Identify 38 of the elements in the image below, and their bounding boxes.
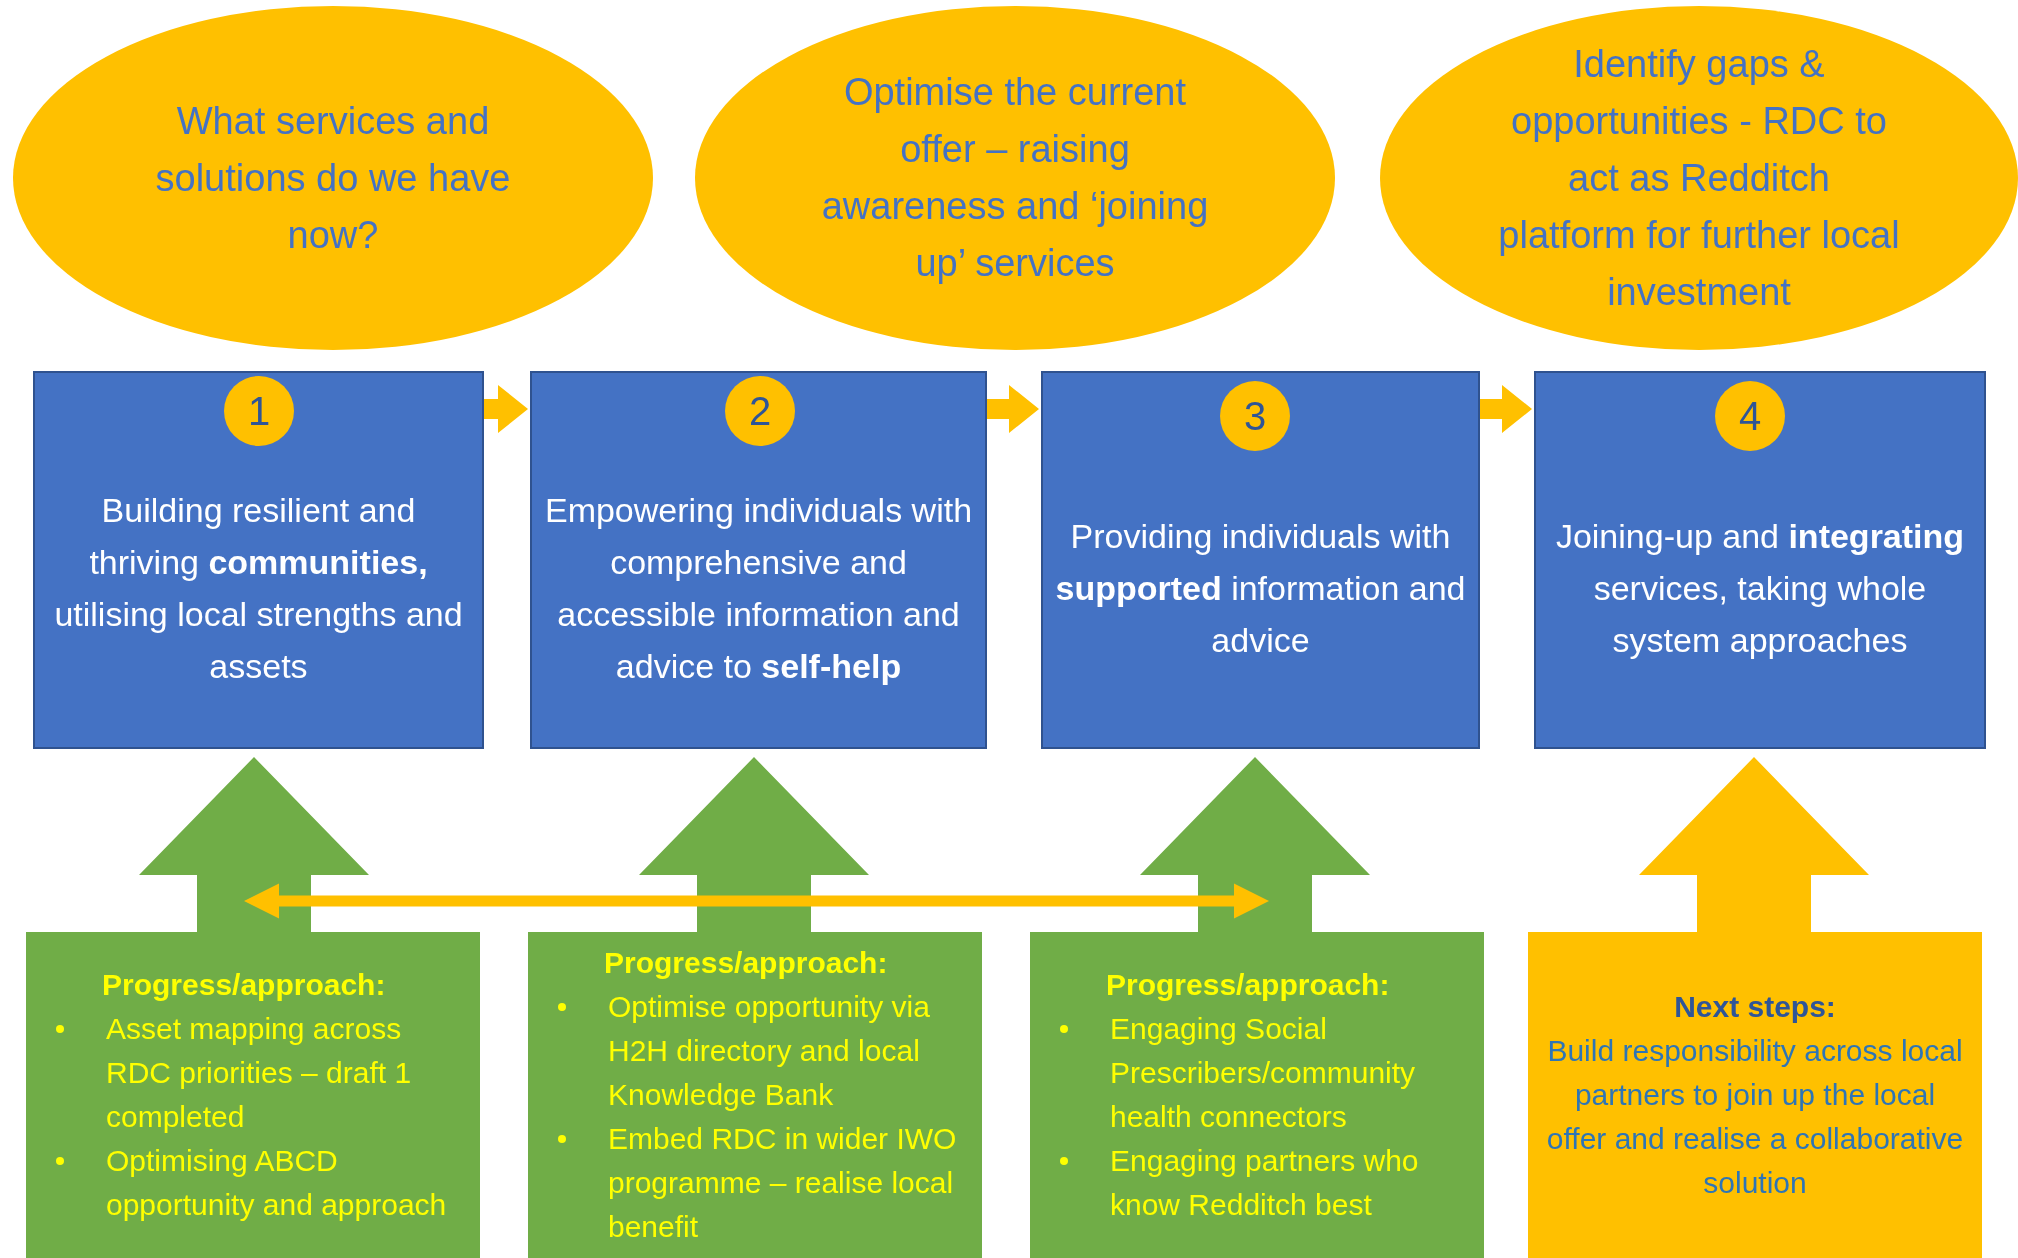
bullet-text: Embed RDC in wider IWO programme – realise local benefit bbox=[608, 1121, 958, 1245]
block-arrow bbox=[1140, 757, 1370, 932]
progress-box bbox=[528, 932, 982, 1258]
block-arrow bbox=[139, 757, 369, 932]
step-number: 4 bbox=[1715, 381, 1785, 451]
box-text: Empowering individuals with comprehensive and accessible information and advice to self-help bbox=[543, 490, 974, 687]
ellipse-text: Identify gaps & opportunities - RDC to act as Redditch platform for further local investment bbox=[1497, 41, 1901, 315]
box-heading: Progress/approach: bbox=[1105, 967, 1391, 1003]
box-heading: Progress/approach: bbox=[603, 945, 889, 981]
ellipse-text: What services and solutions do we have now? bbox=[154, 98, 512, 258]
bullet-text: Engaging Social Prescribers/community health connectors bbox=[1110, 1011, 1417, 1135]
box-heading: Progress/approach: bbox=[101, 967, 387, 1003]
box-text: Joining-up and integrating services, taking whole system approaches bbox=[1554, 516, 1966, 661]
box-heading: Next steps: bbox=[1673, 989, 1837, 1025]
double-arrow bbox=[243, 883, 1270, 919]
block-arrow bbox=[1639, 757, 1869, 932]
bullet-text: Asset mapping across RDC priorities – draft 1 completed bbox=[106, 1011, 413, 1135]
process-box bbox=[1041, 371, 1480, 749]
progress-box bbox=[26, 932, 480, 1258]
box-text: Providing individuals with supported information and advice bbox=[1054, 516, 1467, 661]
box-text: Building resilient and thriving communities, utilising local strengths and assets bbox=[53, 490, 464, 687]
step-number: 3 bbox=[1220, 381, 1290, 451]
bullet-text: Optimise opportunity via H2H directory and local Knowledge Bank bbox=[608, 989, 931, 1113]
process-box bbox=[33, 371, 484, 749]
step-number: 1 bbox=[224, 376, 294, 446]
block-arrow bbox=[639, 757, 869, 932]
block-arrow bbox=[987, 385, 1039, 433]
step-number: 2 bbox=[725, 376, 795, 446]
ellipse-text: Optimise the current offer – raising awareness and ‘joining up’ services bbox=[820, 70, 1210, 286]
progress-box bbox=[1030, 932, 1484, 1258]
bullet-text: Engaging partners who know Redditch best bbox=[1110, 1143, 1420, 1223]
block-arrow bbox=[484, 385, 528, 433]
next-steps-text: Build responsibility across local partners to join up the local offer and realise a collaborative solution bbox=[1545, 1033, 1965, 1201]
block-arrow bbox=[1480, 385, 1532, 433]
process-box bbox=[1534, 371, 1986, 749]
next-steps-box bbox=[1528, 932, 1982, 1258]
bullet-text: Optimising ABCD opportunity and approach bbox=[106, 1143, 448, 1223]
process-box bbox=[530, 371, 987, 749]
